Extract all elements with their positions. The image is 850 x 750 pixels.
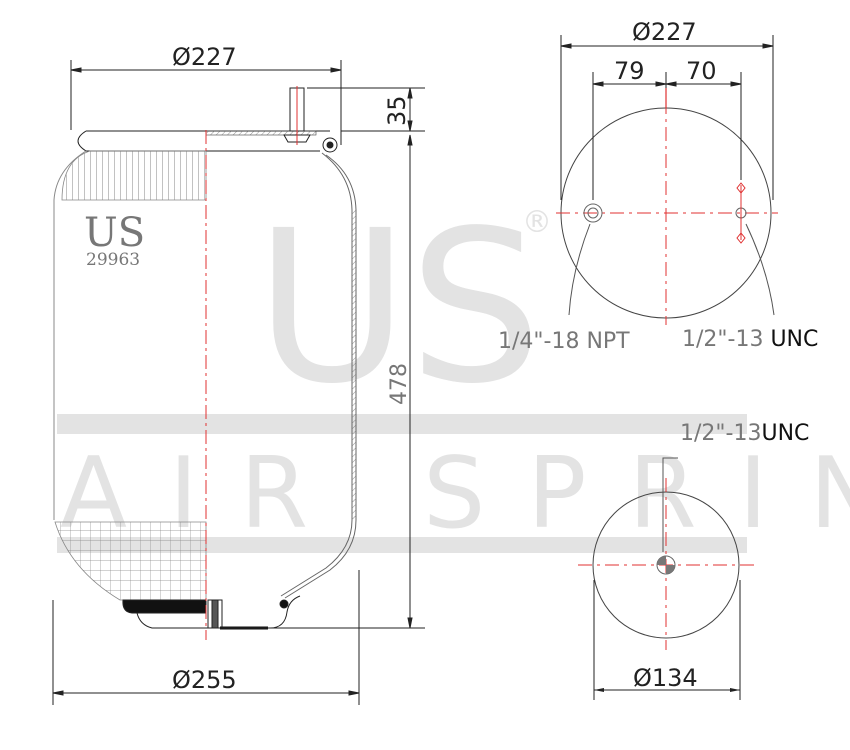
- offset-left-label: 79: [614, 57, 645, 85]
- part-number-label: 29963: [86, 250, 140, 270]
- top-view-diameter-label: Ø227: [632, 18, 697, 46]
- side-view-dimensions: [52, 60, 425, 705]
- stud-height-label: 35: [383, 95, 411, 126]
- port-left-label: 1/4"-18 NPT: [498, 329, 630, 354]
- top-view-dimensions: [560, 35, 774, 200]
- watermark-bar-top: [57, 414, 747, 434]
- registered-mark: ®: [522, 205, 552, 240]
- port-right-thread: 1/2"-13: [682, 327, 770, 352]
- port-right-standard: UNC: [770, 327, 818, 352]
- bottom-diameter-label: Ø255: [172, 666, 237, 694]
- top-diameter-label: Ø227: [172, 43, 237, 71]
- watermark: US ® AIR SPRING: [57, 185, 850, 553]
- overall-height-label: 478: [387, 363, 412, 405]
- bottom-port-standard: UNC: [761, 421, 809, 446]
- part-brand-label: US: [84, 210, 145, 256]
- bottom-port-label: 1/2"-13UNC: [680, 421, 809, 446]
- watermark-logo: US: [255, 185, 542, 430]
- bottom-view-diameter-label: Ø134: [633, 664, 698, 692]
- offset-right-label: 70: [686, 57, 717, 85]
- bottom-view: [578, 457, 755, 700]
- top-view: [556, 88, 778, 325]
- side-view: [53, 86, 357, 640]
- port-right-label: 1/2"-13 UNC: [682, 327, 818, 352]
- bottom-port-thread: 1/2"-13: [680, 421, 761, 446]
- watermark-bar-bottom: [57, 537, 747, 553]
